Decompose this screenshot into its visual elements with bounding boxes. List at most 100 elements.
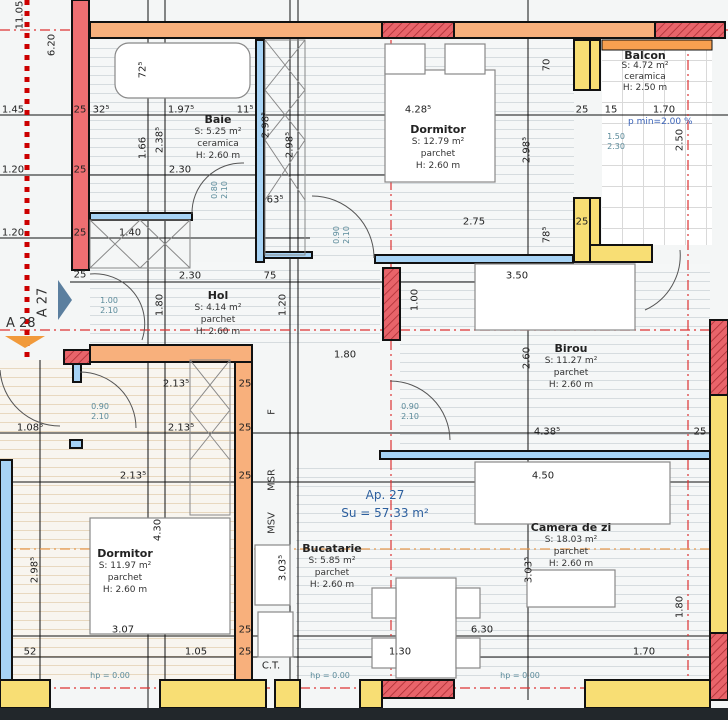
balcony-slope: p min=2.00 % xyxy=(628,117,693,127)
floor-tile-balcon xyxy=(602,40,712,245)
dimension-label: 1.30 xyxy=(388,646,412,658)
dimension-label: 4.50 xyxy=(531,470,555,482)
dimension-label: 75 xyxy=(263,270,277,282)
room-name: Dormitor xyxy=(410,123,466,136)
dimension-label: 52 xyxy=(23,646,37,658)
axis-a28-arrow xyxy=(5,336,45,348)
room-height: H: 2.60 m xyxy=(102,585,148,595)
room-height: H: 2.60 m xyxy=(309,580,355,590)
dimension-label: 1.08⁵ xyxy=(16,422,44,434)
room-label-hol: Hol S: 4.14 m² parchet H: 2.60 m xyxy=(195,290,242,338)
door-width: 1.50 xyxy=(607,132,625,141)
door-width: 0.90 xyxy=(401,402,419,411)
dimension-label: 32⁵ xyxy=(92,104,110,116)
dimension-label: 2.98⁵ xyxy=(284,131,296,159)
dimension-label: 25 xyxy=(73,164,87,176)
dimension-label: 2.13⁵ xyxy=(167,422,195,434)
room-area: S: 11.27 m² xyxy=(544,356,598,366)
dimension-label: 25 xyxy=(575,104,589,116)
room-area: S: 5.85 m² xyxy=(308,556,356,566)
tag-msv: MSV xyxy=(266,512,278,534)
dimension-label: 1.80 xyxy=(154,293,166,317)
dimension-label: 2.13⁵ xyxy=(162,378,190,390)
dimension-label: 25 xyxy=(238,378,252,390)
room-label-baie: Baie S: 5.25 m² ceramica H: 2.60 m xyxy=(195,114,242,162)
room-height: H: 2.60 m xyxy=(415,161,461,171)
dimension-label: 4.28⁵ xyxy=(404,104,432,116)
dimension-label: 1.20 xyxy=(1,227,25,239)
dimension-label: 4.30 xyxy=(152,518,164,542)
room-floor: parchet xyxy=(107,573,143,583)
sill-label: hp = 0.00 xyxy=(500,671,540,680)
dimension-label: 2.98⁵ xyxy=(521,136,533,164)
room-name: Baie xyxy=(204,113,232,126)
sill-label: hp = 0.00 xyxy=(90,671,130,680)
dimension-label: 1.05 xyxy=(184,646,208,658)
dimension-label: 25 xyxy=(238,422,252,434)
dimension-label: 1.80 xyxy=(333,349,357,361)
room-name: Dormitor xyxy=(97,547,153,560)
room-area: S: 4.14 m² xyxy=(194,303,242,313)
room-height: H: 2.50 m xyxy=(622,83,668,93)
dimension-label: 70 xyxy=(541,58,553,72)
apartment-name: Ap. 27 xyxy=(365,488,405,502)
floor-hatch-hol xyxy=(90,262,380,350)
door-height: 2.10 xyxy=(100,306,118,315)
room-floor: parchet xyxy=(553,368,589,378)
dimension-label: 25 xyxy=(238,624,252,636)
axis-a27-arrow xyxy=(58,280,72,320)
room-area: S: 4.72 m² xyxy=(621,61,669,71)
door-height: 2.10 xyxy=(342,226,351,244)
dimension-label: 11⁵ xyxy=(236,104,254,116)
door-width: 0.90 xyxy=(91,402,109,411)
dimension-label: 11.05 xyxy=(14,0,26,30)
dimension-label: 2.50 xyxy=(674,128,686,152)
dimension-label: 1.66 xyxy=(137,136,149,160)
door-width: 0.80 xyxy=(210,181,219,199)
dimension-label: 1.20 xyxy=(277,293,289,317)
dimension-label: 2.30 xyxy=(178,270,202,282)
dimension-label: 1.97⁵ xyxy=(167,104,195,116)
room-name: Birou xyxy=(554,342,588,355)
dimension-label: 2.38⁵ xyxy=(154,126,166,154)
dimension-label: 25 xyxy=(73,227,87,239)
room-area: S: 12.79 m² xyxy=(411,137,465,147)
room-height: H: 2.60 m xyxy=(548,559,594,569)
room-floor: parchet xyxy=(420,149,456,159)
axis-label-a28: A 28 xyxy=(6,316,36,331)
dimension-label: 1.45 xyxy=(1,104,25,116)
dimension-label: 3.03⁵ xyxy=(523,556,535,584)
room-floor: ceramica xyxy=(624,72,666,82)
room-floor: parchet xyxy=(553,547,589,557)
dimension-label: 72⁵ xyxy=(137,61,149,79)
dimension-label: 25 xyxy=(238,646,252,658)
room-area: S: 11.97 m² xyxy=(98,561,152,571)
room-area: S: 5.25 m² xyxy=(194,127,242,137)
dimension-label: 2.75 xyxy=(462,216,486,228)
dimension-label: 4.38⁵ xyxy=(533,426,561,438)
dimension-label: 6.30 xyxy=(470,624,494,636)
room-name: Balcon xyxy=(624,49,666,62)
apartment-summary: Ap. 27 Su = 57.33 m² xyxy=(341,486,429,522)
door-height: 2.30 xyxy=(607,142,625,151)
dimension-label: 1.20 xyxy=(1,164,25,176)
dimension-label: 6.20 xyxy=(46,33,58,57)
dimension-label: 25 xyxy=(575,216,589,228)
dimension-label: 1.00 xyxy=(409,288,421,312)
room-floor: parchet xyxy=(200,315,236,325)
dimension-label: 3.50 xyxy=(505,270,529,282)
room-label-balcon: Balcon S: 4.72 m² ceramica H: 2.50 m xyxy=(622,50,669,94)
dimension-label: 25 xyxy=(238,470,252,482)
room-height: H: 2.60 m xyxy=(195,151,241,161)
room-label-dormitor-2: Dormitor S: 11.97 m² parchet H: 2.60 m xyxy=(97,548,153,596)
dimension-label: 2.98⁵ xyxy=(29,556,41,584)
door-height: 2.10 xyxy=(401,412,419,421)
dimension-label: 25 xyxy=(73,104,87,116)
room-name: Bucatarie xyxy=(302,542,362,555)
